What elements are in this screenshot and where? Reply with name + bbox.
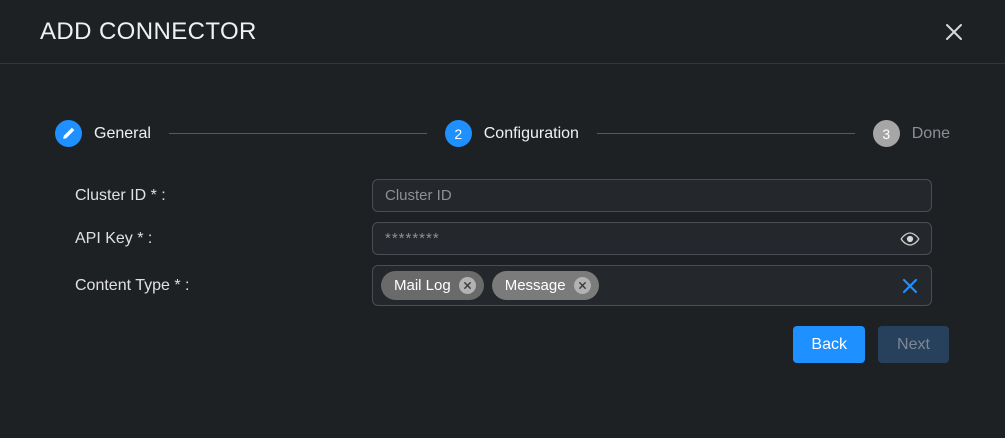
chip-message[interactable]: Message [491,271,599,300]
chip-label: Mail Log [394,277,451,294]
cluster-id-input[interactable]: Cluster ID [372,179,932,212]
stepper-connector-2 [596,133,855,134]
stepper-marker-3: 3 [872,120,900,147]
stepper: General 2 Configuration 3 Done [55,120,950,147]
back-button[interactable]: Back [793,326,865,363]
stepper-label-configuration: Configuration [483,124,579,142]
configuration-form: Cluster ID * : Cluster ID API Key * : **… [0,179,1005,363]
chip-label: Message [504,277,566,294]
eye-icon[interactable] [899,228,921,250]
api-key-label: API Key * : [75,229,153,247]
chip-mail-log[interactable]: Mail Log [381,271,484,300]
page-title: ADD CONNECTOR [40,17,257,45]
content-type-chips: Mail Log Message [381,271,599,300]
next-button[interactable]: Next [878,326,949,363]
pencil-icon [55,120,82,147]
stepper-step-general[interactable]: General [55,120,151,147]
content-type-multiselect[interactable]: Mail Log Message [372,265,932,306]
dialog-actions: Back Next [0,326,1005,363]
form-row-content-type: Content Type * : Mail Log Me [0,265,1005,306]
form-row-api-key: API Key * : ******** [0,222,1005,255]
form-row-cluster-id: Cluster ID * : Cluster ID [0,179,1005,212]
cluster-id-placeholder: Cluster ID [385,187,452,204]
stepper-connector-1 [168,133,427,134]
chip-remove-icon[interactable] [458,277,476,294]
stepper-step-done[interactable]: 3 Done [872,120,950,147]
close-icon[interactable] [939,17,969,47]
api-key-value: ******** [385,230,440,247]
clear-all-icon[interactable] [899,275,921,297]
stepper-label-general: General [94,124,151,142]
stepper-marker-2: 2 [444,120,472,147]
cluster-id-label: Cluster ID * : [75,186,166,204]
dialog-body: General 2 Configuration 3 Done Cluster I… [0,120,1005,363]
chip-remove-icon[interactable] [573,277,591,294]
api-key-input[interactable]: ******** [372,222,932,255]
stepper-step-configuration[interactable]: 2 Configuration [444,120,579,147]
content-type-label: Content Type * : [75,276,190,294]
stepper-label-done: Done [911,124,950,142]
dialog-header: ADD CONNECTOR [0,0,1005,64]
